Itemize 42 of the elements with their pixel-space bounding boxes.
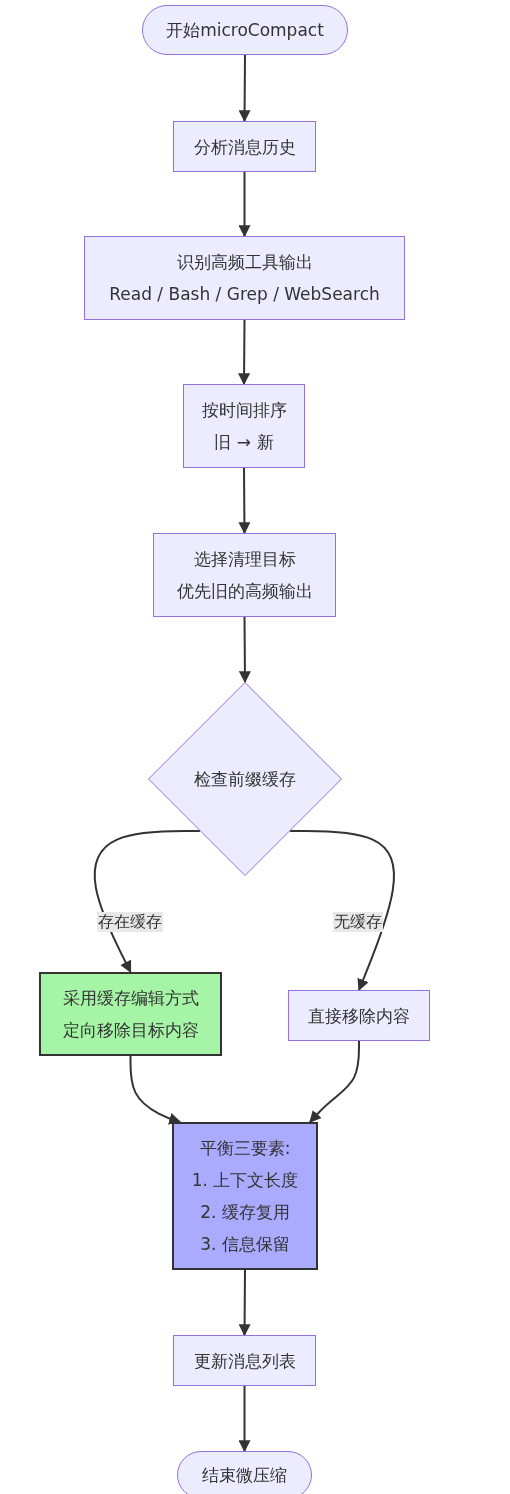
arrow	[238, 1385, 251, 1453]
node-text: 2. 缓存复用	[200, 1201, 290, 1224]
node-text: 开始microCompact	[166, 19, 324, 42]
process-box	[288, 990, 430, 1041]
node-text: 识别高频工具输出	[176, 251, 313, 274]
process-box	[183, 384, 305, 468]
node-text: 优先旧的高频输出	[176, 580, 313, 603]
node-text: 更新消息列表	[193, 1349, 296, 1373]
node-text: 采用缓存编辑方式	[62, 987, 199, 1010]
process-box	[39, 972, 222, 1056]
process-box	[84, 236, 405, 320]
terminal-node	[177, 1451, 312, 1494]
arrow	[238, 319, 251, 386]
decision-diamond	[148, 682, 342, 876]
arrow	[238, 467, 251, 535]
node-text: 分析消息历史	[193, 135, 296, 159]
node-text: 按时间排序	[201, 399, 287, 422]
process-box	[153, 533, 336, 617]
arrow	[238, 616, 251, 684]
arrow	[93, 830, 201, 974]
edge-label: 无缓存	[333, 912, 383, 932]
arrow	[238, 171, 251, 238]
node-text: 旧 → 新	[214, 431, 274, 454]
process-box	[172, 1122, 318, 1270]
process-box	[173, 121, 316, 172]
process-box	[173, 1335, 316, 1386]
arrow	[309, 1040, 360, 1123]
arrow	[238, 54, 251, 123]
node-text: 平衡三要素:	[199, 1137, 291, 1160]
edge-label: 存在缓存	[97, 912, 163, 932]
node-text: 检查前缀缓存	[194, 768, 296, 791]
terminal-node	[142, 5, 348, 55]
arrow	[238, 1269, 251, 1337]
node-text: 定向移除目标内容	[62, 1019, 199, 1042]
node-text: Read / Bash / Grep / WebSearch	[109, 283, 380, 306]
node-text: 1. 上下文长度	[191, 1169, 299, 1192]
node-text: 选择清理目标	[193, 548, 296, 571]
node-text: 3. 信息保留	[200, 1233, 290, 1256]
arrow	[289, 830, 395, 992]
arrow	[129, 1055, 182, 1125]
node-text: 结束微压缩	[202, 1464, 287, 1487]
node-text: 直接移除内容	[308, 1004, 410, 1028]
